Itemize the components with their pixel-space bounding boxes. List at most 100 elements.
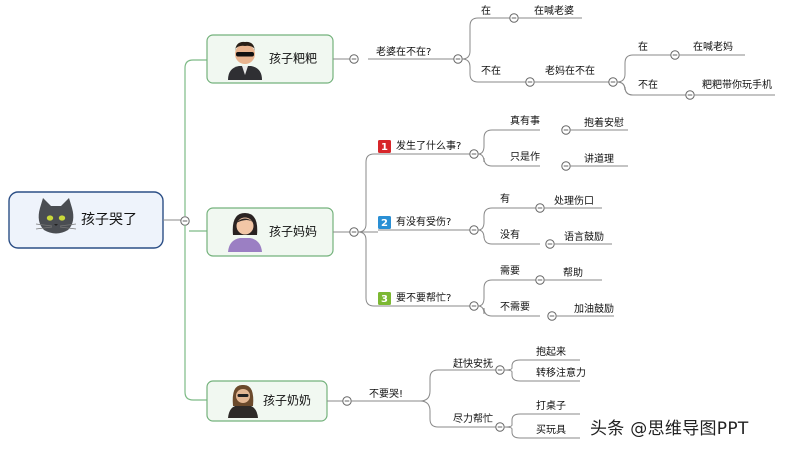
connector-line — [477, 153, 540, 167]
collapse-toggle-icon[interactable] — [469, 225, 479, 235]
answer-label: 不在 — [481, 65, 501, 77]
connector-line — [461, 58, 530, 83]
answer-label: 不需要 — [500, 301, 530, 313]
collapse-toggle-icon[interactable] — [685, 90, 695, 100]
collapse-toggle-icon[interactable] — [349, 54, 359, 64]
result-label: 买玩具 — [536, 424, 566, 436]
badge-number: 2 — [381, 218, 388, 229]
collapse-toggle-icon[interactable] — [545, 239, 555, 249]
result-label: 讲道理 — [584, 152, 614, 165]
answer-label: 没有 — [500, 228, 520, 241]
dad-sunglasses-avatar-icon — [228, 41, 262, 80]
cat-face-icon — [35, 198, 77, 234]
answer-label: 在 — [638, 41, 648, 53]
connector-line — [419, 369, 500, 402]
result-label: 加油鼓励 — [574, 302, 614, 315]
branch-connector — [184, 225, 207, 401]
cat-head — [38, 198, 74, 234]
result-label: 抱着安慰 — [584, 116, 624, 129]
connector-line — [357, 153, 378, 233]
result-label: 语言鼓励 — [564, 230, 604, 243]
badge-number: 3 — [381, 294, 388, 305]
question-label: 要不要帮忙? — [396, 291, 451, 304]
question-label: 有没有受伤? — [396, 215, 451, 228]
badge-number: 1 — [381, 142, 388, 153]
grandma-avatar-icon — [228, 384, 258, 418]
cat-eye-right — [58, 215, 66, 221]
number-badge-1-icon: 1 — [378, 140, 391, 153]
collapse-toggle-icon[interactable] — [561, 161, 571, 171]
answer-label: 赶快安抚 — [453, 357, 493, 370]
result-label: 粑粑带你玩手机 — [702, 78, 772, 91]
result-label: 处理伤口 — [554, 194, 594, 207]
collapse-toggle-icon[interactable] — [469, 149, 479, 159]
result-label: 帮助 — [563, 266, 583, 279]
result-label: 在喊老婆 — [534, 4, 574, 17]
sunglasses — [236, 52, 254, 57]
collapse-toggle-icon[interactable] — [608, 77, 618, 87]
connector-line — [503, 369, 580, 382]
cat-whisker — [35, 226, 53, 230]
collapse-toggle-icon[interactable] — [535, 203, 545, 213]
cat-eye-left — [46, 215, 54, 221]
connector-line — [616, 54, 675, 83]
glasses — [237, 394, 249, 397]
mom-avatar-icon — [228, 213, 262, 252]
avatar-hair — [235, 41, 255, 51]
branch-label: 孩子奶奶 — [263, 394, 311, 408]
root-label: 孩子哭了 — [81, 212, 137, 228]
question-label: 发生了什么事? — [396, 139, 461, 152]
result-label: 转移注意力 — [536, 366, 586, 379]
connector-line — [419, 400, 500, 428]
number-badge-2-icon: 2 — [378, 216, 391, 229]
connector-line — [477, 229, 540, 245]
result-label: 抱起来 — [536, 345, 566, 358]
branch-label: 孩子粑粑 — [269, 52, 317, 66]
collapse-toggle-icon[interactable] — [535, 275, 545, 285]
connector-line — [357, 231, 378, 307]
badge-box — [378, 140, 391, 153]
cat-whisker — [59, 226, 77, 230]
connector-line — [477, 279, 540, 307]
watermark: 头条 @思维导图PPT — [590, 419, 749, 439]
collapse-toggle-icon[interactable] — [547, 311, 557, 321]
branch-label: 孩子妈妈 — [269, 225, 317, 239]
collapse-toggle-icon[interactable] — [525, 77, 535, 87]
root-collapse-toggle-icon[interactable] — [180, 216, 190, 226]
badge-box — [378, 292, 391, 305]
collapse-toggle-icon[interactable] — [495, 365, 505, 375]
collapse-toggle-icon[interactable] — [495, 422, 505, 432]
collapse-toggle-icon[interactable] — [469, 301, 479, 311]
answer-label: 尽力帮忙 — [453, 412, 493, 425]
answer-label: 不在 — [638, 79, 658, 91]
connector-line — [616, 81, 634, 96]
result-label: 在喊老妈 — [693, 40, 733, 53]
question-label: 老婆在不在? — [376, 45, 431, 58]
collapse-toggle-icon[interactable] — [670, 50, 680, 60]
avatar-shirt — [242, 66, 248, 75]
collapse-toggle-icon[interactable] — [561, 125, 571, 135]
badge-box — [378, 216, 391, 229]
answer-label: 真有事 — [510, 114, 540, 127]
collapse-toggle-icon[interactable] — [342, 396, 352, 406]
answer-label: 只是作 — [510, 151, 540, 163]
connector-line — [477, 207, 540, 231]
connector-line — [477, 129, 540, 155]
answer-label: 需要 — [500, 265, 520, 277]
collapse-toggle-icon[interactable] — [453, 54, 463, 64]
number-badge-3-icon: 3 — [378, 292, 391, 305]
cat-nose — [54, 224, 58, 226]
collapse-toggle-icon[interactable] — [349, 227, 359, 237]
avatar-body — [228, 238, 262, 252]
cat-whisker — [59, 223, 77, 227]
connector-line — [461, 17, 514, 60]
answer-label: 老妈在不在 — [545, 64, 595, 77]
result-label: 打桌子 — [536, 399, 566, 412]
connector-line — [477, 305, 540, 317]
branch-connector — [184, 59, 207, 216]
avatar-fringe — [236, 218, 254, 223]
answer-label: 在 — [481, 5, 491, 17]
collapse-toggle-icon[interactable] — [509, 13, 519, 23]
avatar-body — [228, 405, 258, 418]
cat-whisker — [35, 223, 53, 227]
